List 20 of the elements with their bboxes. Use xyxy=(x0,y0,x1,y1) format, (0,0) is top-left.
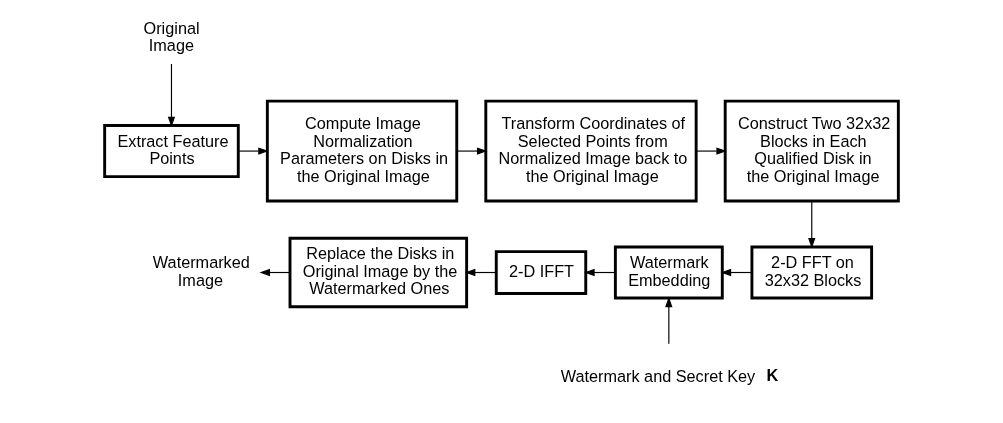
arrow xyxy=(695,147,727,155)
node-box: Transform Coordinates of Selected Points from Normalized Image back to the Original Image xyxy=(484,99,698,203)
arrow xyxy=(665,296,673,345)
node-box: Compute Image Normalization Parameters on Disks in the Original Image xyxy=(265,99,459,203)
arrow xyxy=(720,268,753,277)
node-box: Extract Feature Points xyxy=(103,124,240,179)
node-text: Watermark and Secret Key K xyxy=(560,365,779,385)
node-box: Construct Two 32x32 Blocks in Each Qualified Disk in the Original Image xyxy=(723,99,900,203)
arrow xyxy=(237,147,269,155)
node-box: 2-D IFFT xyxy=(494,250,588,295)
arrow xyxy=(464,268,497,277)
node-box: Replace the Disks in Original Image by the Watermarked Ones xyxy=(288,236,469,309)
node-text: Original Image xyxy=(143,18,200,55)
node-box: Watermark Embedding xyxy=(613,245,724,300)
arrow xyxy=(456,147,488,155)
node-box: 2-D FFT on 32x32 Blocks xyxy=(750,245,874,300)
node-text: Watermarked Image xyxy=(152,253,250,289)
arrow xyxy=(584,268,616,277)
arrow xyxy=(808,200,816,249)
arrow xyxy=(259,268,291,277)
